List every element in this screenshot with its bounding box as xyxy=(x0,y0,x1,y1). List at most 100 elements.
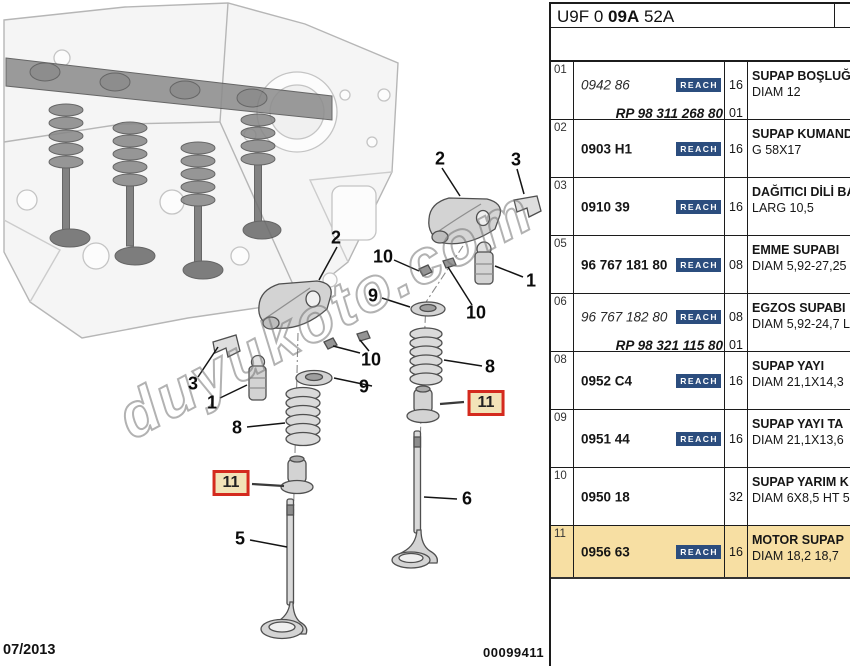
part-name: DAĞITICI DİLİ BA xyxy=(752,185,850,199)
table-row: 05 96 767 181 80 REACH 08 EMME SUPABI DIAM 5,… xyxy=(551,236,850,294)
reach-badge: REACH xyxy=(676,77,721,92)
valvetrain-overlay xyxy=(5,57,333,280)
row-number: 10 xyxy=(551,468,574,525)
clip-right xyxy=(513,195,542,218)
part-cell: 0903 H1 REACH xyxy=(574,120,725,177)
rocker-arm-left xyxy=(258,280,332,330)
part-callout-9: 9 xyxy=(358,376,370,397)
part-dimensions: DIAM 5,92-27,25 xyxy=(752,259,847,273)
tappet-left xyxy=(248,354,267,401)
row-number: 02 xyxy=(551,120,574,177)
row-number: 08 xyxy=(551,352,574,409)
part-callout-6: 6 xyxy=(461,488,473,509)
part-cell: 96 767 181 80 REACH xyxy=(574,236,725,293)
part-name: MOTOR SUPAP xyxy=(752,533,844,547)
part-dimensions: DIAM 6X8,5 HT 5 xyxy=(752,491,850,505)
part-name: SUPAP KUMAND xyxy=(752,127,850,141)
spring-seat-left xyxy=(295,369,333,387)
qty-cell: 16 xyxy=(725,178,748,235)
part-number: 0942 86 xyxy=(581,77,630,93)
valve-spring-right xyxy=(409,327,443,386)
qty-value: 32 xyxy=(729,489,743,504)
part-name: SUPAP YAYI xyxy=(752,359,825,373)
part-callout-2: 2 xyxy=(330,227,342,248)
qty-value: 16 xyxy=(729,544,743,559)
reach-badge: REACH xyxy=(676,431,721,446)
diagram-artwork xyxy=(3,2,542,640)
valve-stem-seal-left xyxy=(280,455,314,495)
row-number: 09 xyxy=(551,410,574,467)
qty-value: 16 xyxy=(729,373,743,388)
boxed-leader-lines xyxy=(251,400,465,488)
part-callout-10: 10 xyxy=(360,349,382,370)
part-name: EMME SUPABI xyxy=(752,243,840,257)
part-number: 0956 63 xyxy=(581,544,630,559)
exploded-parts xyxy=(212,195,542,640)
qty-cell: 16 xyxy=(725,120,748,177)
leader-lines xyxy=(197,167,525,548)
qty-cell: 16 xyxy=(725,410,748,467)
code-prefix: U9F 0 xyxy=(557,7,604,26)
qty-value: 08 xyxy=(729,309,743,324)
reach-badge: REACH xyxy=(676,257,721,272)
part-number: 0950 18 xyxy=(581,489,630,504)
desc-cell: SUPAP YAYI DIAM 21,1X14,3 xyxy=(748,352,850,409)
part-callout-2: 2 xyxy=(434,148,446,169)
qty-cell: 08 xyxy=(725,236,748,293)
code-bold: 09A xyxy=(608,7,640,26)
part-number: 96 767 181 80 xyxy=(581,257,668,272)
rocker-arm-right xyxy=(428,197,502,245)
desc-cell: EMME SUPABI DIAM 5,92-27,25 xyxy=(748,236,850,293)
catalog-header: U9F 0 09A 52A xyxy=(551,2,850,28)
row-number: 11 xyxy=(551,526,574,577)
row-number: 06 xyxy=(551,294,574,351)
reach-badge: REACH xyxy=(676,141,721,156)
rp-number: RP 98 311 268 80 xyxy=(615,106,723,121)
table-row: 10 0950 18 32 SUPAP YARIM K DIAM 6X8,5 HT 5 xyxy=(551,468,850,526)
valve-right xyxy=(391,430,438,569)
rp-number: RP 98 321 115 80 xyxy=(615,338,723,353)
part-callout-5: 5 xyxy=(234,528,246,549)
part-cell: 0942 86 REACH RP 98 311 268 80 xyxy=(574,62,725,121)
catalog-code: U9F 0 09A 52A xyxy=(557,7,674,27)
part-name: SUPAP YARIM K xyxy=(752,475,849,489)
spring-seat-right xyxy=(410,301,446,317)
part-callout-3: 3 xyxy=(187,373,199,394)
qty-cell: 16 xyxy=(725,352,748,409)
desc-cell: SUPAP YARIM K DIAM 6X8,5 HT 5 xyxy=(748,468,850,525)
desc-cell: SUPAP BOŞLUĞ DIAM 12 xyxy=(748,62,850,119)
part-callout-10: 10 xyxy=(372,246,394,267)
part-callout-8: 8 xyxy=(231,417,243,438)
part-callout-11: 11 xyxy=(212,470,250,496)
qty-value: 16 xyxy=(729,199,743,214)
part-name: SUPAP YAYI TA xyxy=(752,417,844,431)
part-dimensions: DIAM 12 xyxy=(752,85,801,99)
part-name: SUPAP BOŞLUĞ xyxy=(752,69,850,83)
qty-cell: 08 01 xyxy=(725,294,748,352)
reach-badge: REACH xyxy=(676,373,721,388)
part-number: 96 767 182 80 xyxy=(581,309,668,325)
part-number: 0903 H1 xyxy=(581,141,633,156)
part-dimensions: DIAM 21,1X14,3 xyxy=(752,375,844,389)
qty-value-2: 01 xyxy=(729,338,743,352)
qty-value: 16 xyxy=(729,77,743,92)
qty-value: 08 xyxy=(729,257,743,272)
part-callout-9: 9 xyxy=(367,285,379,306)
part-number: 0910 39 xyxy=(581,199,630,214)
header-divider xyxy=(834,4,835,27)
row-number: 05 xyxy=(551,236,574,293)
